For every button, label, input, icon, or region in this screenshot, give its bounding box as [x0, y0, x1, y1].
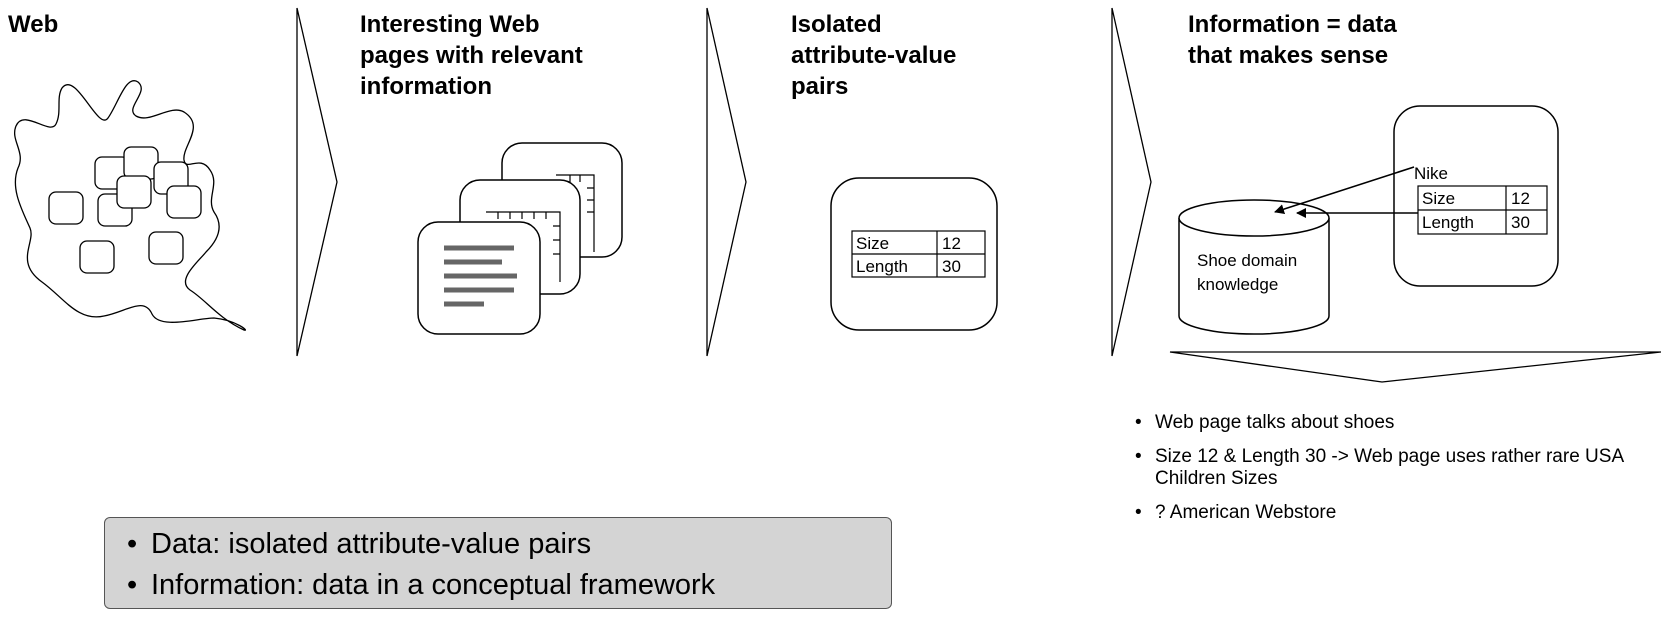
title-line: that makes sense [1188, 42, 1389, 69]
conclusion-item: Web page talks about shoes [1133, 412, 1653, 434]
knowledge-base-line: Shoe domain [1197, 251, 1297, 270]
table-cell-attribute: Length [856, 257, 908, 276]
title-line: pages with relevant [360, 42, 583, 69]
web-page-nodes [48, 146, 202, 274]
web-pages-stack [417, 142, 623, 335]
web-node [123, 146, 159, 180]
table-cell-attribute: Size [1422, 189, 1455, 208]
stage-arrow-3 [1111, 7, 1152, 357]
ruler-mark [556, 174, 595, 252]
stage-arrow-1 [296, 7, 338, 357]
title-line: Interesting Web [360, 11, 540, 38]
stage-title-web: Web [8, 11, 59, 38]
ruler-mark [486, 211, 561, 282]
brand-label: Nike [1414, 164, 1448, 183]
attribute-table [851, 230, 986, 278]
title-line: attribute-value [791, 42, 957, 69]
stage-title-information: Information = data that makes sense [1188, 9, 1397, 71]
summary-item: Data: isolated attribute-value pairs [127, 524, 891, 565]
table-cell-attribute: Length [1422, 213, 1474, 232]
summary-item: Information: data in a conceptual framew… [127, 565, 891, 606]
down-arrow [1169, 351, 1661, 383]
table-cell-value: 30 [1511, 213, 1530, 232]
record-card [1393, 105, 1559, 287]
stage-title-relevant-pages: Interesting Web pages with relevant info… [360, 9, 583, 102]
title-line: information [360, 73, 492, 100]
attribute-table [1417, 185, 1548, 235]
title-line: pairs [791, 73, 849, 100]
stage-arrow-2 [706, 7, 747, 357]
conclusion-item: ? American Webstore [1133, 502, 1653, 524]
conclusion-list: Web page talks about shoes Size 12 & Len… [1133, 412, 1653, 536]
title-line: Isolated [791, 11, 882, 38]
table-cell-value: 12 [942, 234, 961, 253]
stage-title-attribute-pairs: Isolated attribute-value pairs [791, 9, 956, 102]
web-node [166, 185, 202, 219]
table-cell-attribute: Size [856, 234, 889, 253]
arrow-brand-to-knowledge [1274, 166, 1415, 214]
web-node [116, 175, 152, 209]
web-node [48, 191, 84, 225]
table-cell-value: 12 [1511, 189, 1530, 208]
title-line: Information = data [1188, 11, 1397, 38]
text-lines-icon [444, 245, 517, 307]
table-cell-value: 30 [942, 257, 961, 276]
knowledge-base-line: knowledge [1197, 275, 1278, 294]
conclusion-item: Size 12 & Length 30 -> Web page uses rat… [1133, 446, 1653, 490]
knowledge-base-cylinder [1178, 199, 1330, 335]
web-node [79, 240, 115, 274]
web-node [148, 231, 184, 265]
summary-box: Data: isolated attribute-value pairs Inf… [104, 517, 892, 609]
